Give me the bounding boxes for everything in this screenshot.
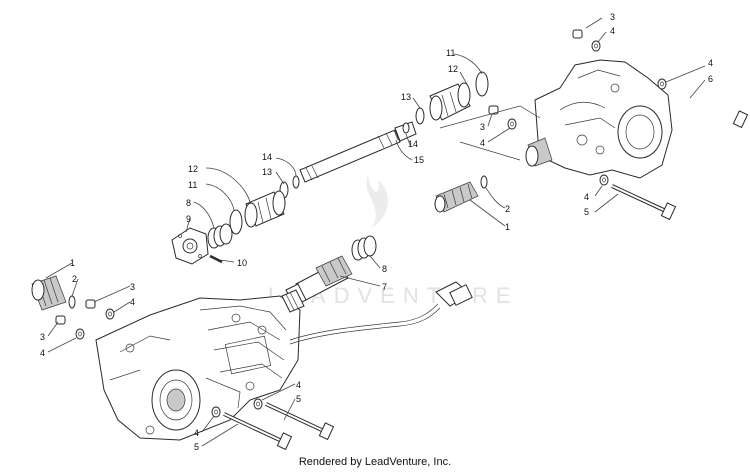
nut-3-left[interactable] <box>85 299 96 309</box>
spring-8-left[interactable] <box>207 223 233 249</box>
callout-3-mid: 3 <box>480 122 485 132</box>
callout-7: 7 <box>382 282 387 292</box>
output-stub[interactable] <box>281 289 305 313</box>
boot-1-left[interactable] <box>31 275 67 311</box>
ring-14-right[interactable] <box>402 122 410 134</box>
callout-13-left: 13 <box>262 167 272 177</box>
washer-4-bottom2[interactable] <box>211 406 221 418</box>
boot-12-top[interactable] <box>429 82 471 121</box>
callout-14-right: 14 <box>408 139 418 149</box>
callout-4-right2: 4 <box>584 192 589 202</box>
bolt-5-bottom[interactable] <box>265 402 335 441</box>
washer-4-mid[interactable] <box>507 118 517 130</box>
bolt-5-bottom2[interactable] <box>223 412 293 451</box>
transmission-housing[interactable] <box>95 295 301 441</box>
callout-8-left: 8 <box>186 198 191 208</box>
callout-4-bottom: 4 <box>296 380 301 390</box>
boot-1-right[interactable] <box>434 181 479 213</box>
callout-3-left: 3 <box>130 282 135 292</box>
callout-1-left: 1 <box>70 258 75 268</box>
callout-3-top: 3 <box>610 12 615 22</box>
washer-4-bottom[interactable] <box>253 398 263 410</box>
callout-6: 6 <box>708 74 713 84</box>
callout-12-top: 12 <box>448 64 458 74</box>
clamp-2-left[interactable] <box>68 295 76 309</box>
nut-3-top[interactable] <box>572 29 583 39</box>
callout-5-bottom: 5 <box>296 394 301 404</box>
bolt-5-right[interactable] <box>611 184 677 221</box>
callout-4-mid: 4 <box>480 138 485 148</box>
callout-4-left2: 4 <box>40 348 45 358</box>
callout-15: 15 <box>414 155 424 165</box>
callout-2-right: 2 <box>505 204 510 214</box>
leader-lines <box>45 17 706 447</box>
ring-11-top[interactable] <box>475 71 489 97</box>
callout-5-right: 5 <box>584 207 589 217</box>
bolt-6[interactable] <box>677 91 749 129</box>
callout-4-right: 4 <box>708 58 713 68</box>
ring-11-left[interactable] <box>229 209 243 235</box>
callout-9: 9 <box>186 214 191 224</box>
callout-12-left: 12 <box>188 164 198 174</box>
callout-3-left2: 3 <box>40 332 45 342</box>
assembly-line <box>439 105 541 129</box>
washer-4-top[interactable] <box>591 40 601 52</box>
callout-4-top: 4 <box>610 26 615 36</box>
callouts: 3 4 11 12 4 6 13 3 4 14 15 14 13 12 11 8… <box>40 12 713 452</box>
washer-4-left[interactable] <box>105 308 115 320</box>
callout-14-left: 14 <box>262 152 272 162</box>
callout-2-left: 2 <box>72 274 77 284</box>
callout-4-left: 4 <box>130 297 135 307</box>
flange-9[interactable] <box>171 227 209 265</box>
washer-4-left2[interactable] <box>75 328 85 340</box>
nut-3-mid[interactable] <box>488 105 499 115</box>
callout-11-left: 11 <box>188 180 197 190</box>
callout-4-bottom2: 4 <box>194 428 199 438</box>
callout-13-top: 13 <box>401 92 411 102</box>
wire-harness[interactable] <box>289 281 473 345</box>
callout-8-mid: 8 <box>382 264 387 274</box>
assembly-line-2 <box>459 141 521 161</box>
callout-11-top: 11 <box>446 48 455 58</box>
callout-5-bottom2: 5 <box>194 442 199 452</box>
spring-8-mid[interactable] <box>351 235 377 261</box>
washer-4-right[interactable] <box>657 78 667 90</box>
callout-1-right: 1 <box>505 222 510 232</box>
ring-14-left[interactable] <box>292 175 300 189</box>
clamp-2-right[interactable] <box>480 175 488 189</box>
clip-13-top[interactable] <box>415 107 425 125</box>
screw-10[interactable] <box>209 254 223 264</box>
washer-4-right2[interactable] <box>599 174 609 186</box>
callout-10: 10 <box>237 258 247 268</box>
drive-shaft-15[interactable] <box>299 121 417 183</box>
rear-gear-case[interactable] <box>525 59 673 179</box>
boot-12-left[interactable] <box>244 190 286 228</box>
nut-3-left2[interactable] <box>55 315 66 325</box>
footer-credit: Rendered by LeadVenture, Inc. <box>298 456 452 468</box>
